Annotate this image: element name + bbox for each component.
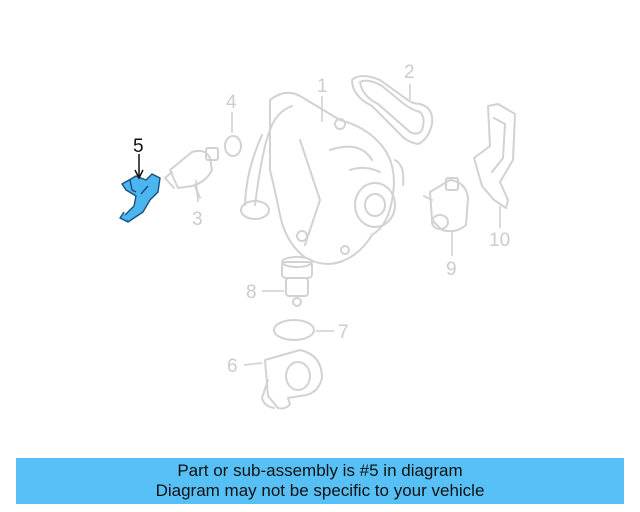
part-6-outlet-fitting[interactable] [261, 349, 323, 410]
callout-9: 9 [446, 259, 457, 280]
part-4-o-ring[interactable] [224, 135, 242, 157]
leader-5-arrow [134, 169, 144, 180]
part-10-mounting-bracket[interactable] [473, 103, 516, 209]
caption-line-2: Diagram may not be specific to your vehi… [155, 481, 485, 500]
leader-3 [195, 179, 199, 203]
callout-5: 5 [133, 136, 144, 157]
part-3-sensor[interactable] [164, 147, 219, 199]
callout-8: 8 [246, 282, 257, 303]
callout-6: 6 [227, 356, 238, 377]
callout-10: 10 [489, 230, 510, 251]
part-7-seal-ring[interactable] [273, 319, 315, 341]
caption-line-1: Part or sub-assembly is #5 in diagram [177, 461, 463, 480]
caption-banner: Part or sub-assembly is #5 in diagram Di… [16, 458, 624, 504]
part-5-bracket-highlighted[interactable] [119, 173, 161, 223]
leader-6 [243, 362, 263, 366]
callout-7: 7 [338, 322, 349, 343]
callout-4: 4 [226, 92, 237, 113]
part-9-auxiliary-pump[interactable] [423, 177, 469, 233]
part-2-gasket[interactable] [351, 75, 434, 145]
callout-3: 3 [192, 209, 203, 230]
part-8-thermostat[interactable] [281, 256, 313, 307]
part-1-water-pump-housing[interactable] [240, 91, 405, 265]
parts-diagram: 1 2 3 4 5 6 7 8 9 10 [119, 62, 516, 410]
callout-1: 1 [317, 76, 328, 97]
callout-2: 2 [404, 62, 415, 83]
